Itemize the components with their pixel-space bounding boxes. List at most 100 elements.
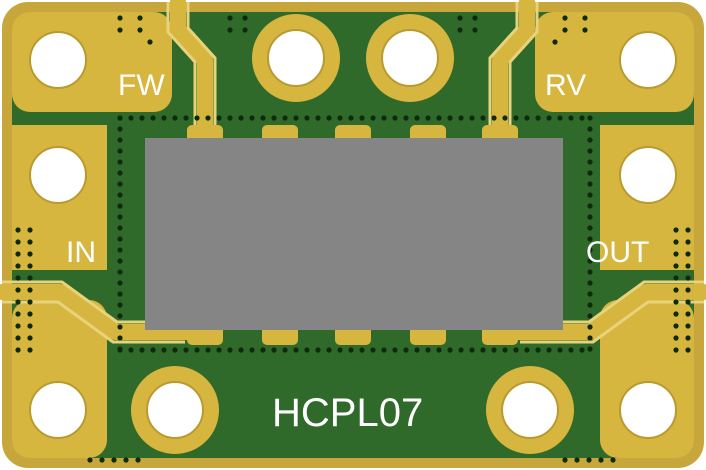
via bbox=[27, 299, 33, 305]
via bbox=[326, 347, 332, 353]
via bbox=[491, 347, 497, 353]
via bbox=[117, 346, 123, 352]
via bbox=[117, 192, 123, 198]
via bbox=[469, 347, 475, 353]
via bbox=[249, 115, 255, 121]
via bbox=[392, 115, 398, 121]
via bbox=[392, 347, 398, 353]
via bbox=[381, 347, 387, 353]
via bbox=[673, 275, 679, 281]
via bbox=[15, 347, 21, 353]
via bbox=[27, 275, 33, 281]
via bbox=[117, 269, 123, 275]
label-fw: FW bbox=[118, 69, 165, 102]
via bbox=[587, 137, 593, 143]
via bbox=[524, 115, 530, 121]
via bbox=[685, 311, 691, 317]
via bbox=[457, 27, 463, 33]
via bbox=[480, 347, 486, 353]
via bbox=[491, 115, 497, 121]
via bbox=[238, 347, 244, 353]
via bbox=[117, 148, 123, 154]
via bbox=[117, 302, 123, 308]
label-in: IN bbox=[66, 236, 96, 269]
via bbox=[587, 335, 593, 341]
via bbox=[587, 280, 593, 286]
via bbox=[610, 457, 616, 463]
via bbox=[326, 115, 332, 121]
via bbox=[293, 347, 299, 353]
via bbox=[587, 236, 593, 242]
via bbox=[587, 324, 593, 330]
via bbox=[579, 347, 585, 353]
via bbox=[216, 347, 222, 353]
via bbox=[227, 27, 233, 33]
via bbox=[27, 347, 33, 353]
via bbox=[436, 115, 442, 121]
via bbox=[117, 137, 123, 143]
via bbox=[673, 263, 679, 269]
via bbox=[315, 347, 321, 353]
via bbox=[587, 346, 593, 352]
via bbox=[304, 115, 310, 121]
via bbox=[673, 347, 679, 353]
via bbox=[685, 275, 691, 281]
via bbox=[685, 239, 691, 245]
via bbox=[27, 287, 33, 293]
via bbox=[513, 347, 519, 353]
via bbox=[15, 251, 21, 257]
via bbox=[27, 227, 33, 233]
via bbox=[414, 115, 420, 121]
via bbox=[27, 335, 33, 341]
via bbox=[117, 115, 123, 121]
via bbox=[685, 251, 691, 257]
via bbox=[673, 251, 679, 257]
trace-rv bbox=[492, 0, 535, 143]
via bbox=[472, 15, 478, 21]
via bbox=[348, 347, 354, 353]
via bbox=[587, 159, 593, 165]
via bbox=[161, 347, 167, 353]
via bbox=[27, 311, 33, 317]
via bbox=[381, 115, 387, 121]
via bbox=[472, 27, 478, 33]
via bbox=[359, 115, 365, 121]
via bbox=[562, 457, 568, 463]
via bbox=[242, 15, 248, 21]
via bbox=[673, 227, 679, 233]
via bbox=[117, 225, 123, 231]
via bbox=[359, 347, 365, 353]
via bbox=[282, 347, 288, 353]
via bbox=[304, 347, 310, 353]
via bbox=[117, 335, 123, 341]
via bbox=[469, 115, 475, 121]
via bbox=[117, 159, 123, 165]
via bbox=[587, 203, 593, 209]
label-rv: RV bbox=[545, 69, 586, 102]
via bbox=[123, 457, 129, 463]
via bbox=[587, 192, 593, 198]
via bbox=[582, 15, 588, 21]
via bbox=[117, 203, 123, 209]
via bbox=[137, 27, 143, 33]
via bbox=[27, 239, 33, 245]
chip-body bbox=[145, 138, 563, 330]
via bbox=[183, 115, 189, 121]
via bbox=[673, 299, 679, 305]
via bbox=[227, 347, 233, 353]
via bbox=[117, 27, 123, 33]
via bbox=[524, 347, 530, 353]
via bbox=[586, 457, 592, 463]
via bbox=[587, 225, 593, 231]
via bbox=[562, 15, 568, 21]
via bbox=[673, 239, 679, 245]
via bbox=[135, 457, 141, 463]
via bbox=[15, 263, 21, 269]
via bbox=[147, 39, 153, 45]
via bbox=[562, 27, 568, 33]
via bbox=[403, 347, 409, 353]
via bbox=[587, 148, 593, 154]
via bbox=[242, 27, 248, 33]
via bbox=[480, 115, 486, 121]
via bbox=[552, 39, 558, 45]
